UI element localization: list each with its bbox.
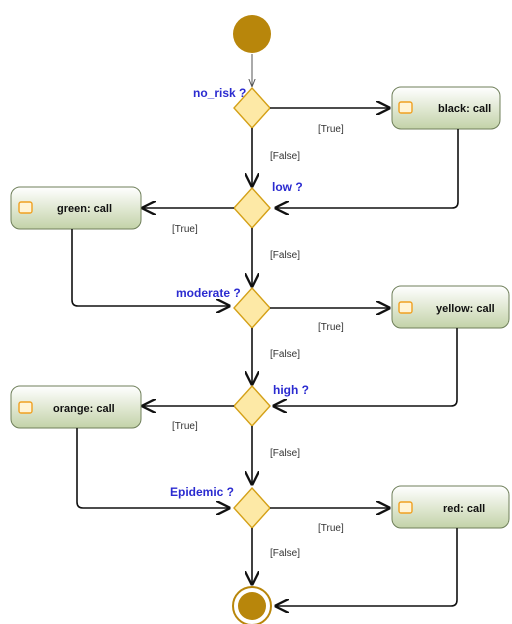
flow-green-to-moderate	[71, 229, 229, 306]
guard-false-4: [False]	[270, 448, 300, 459]
action-label-orange: orange: call	[53, 403, 115, 415]
flow-yellow-to-high	[274, 328, 458, 406]
guard-true-3: [True]	[318, 322, 344, 333]
action-label-black: black: call	[438, 103, 491, 115]
call-behavior-icon	[398, 101, 413, 114]
guard-true-4: [True]	[172, 421, 198, 432]
decision-label-moderate: moderate ?	[176, 286, 241, 300]
action-label-green: green: call	[57, 203, 112, 215]
initial-node[interactable]	[233, 15, 271, 53]
action-orange-call[interactable]: orange: call	[10, 385, 142, 429]
call-behavior-icon	[398, 301, 413, 314]
decision-low[interactable]	[233, 186, 271, 230]
call-behavior-icon	[398, 501, 413, 514]
flow-red-to-final	[276, 528, 458, 606]
decision-epidemic[interactable]	[233, 486, 271, 530]
guard-false-3: [False]	[270, 349, 300, 360]
action-red-call[interactable]: red: call	[391, 485, 510, 529]
flow-orange-to-epidemic	[76, 428, 229, 508]
call-behavior-icon	[18, 201, 33, 214]
flow-black-to-low	[276, 129, 459, 208]
guard-false-5: [False]	[270, 548, 300, 559]
guard-true-1: [True]	[318, 124, 344, 135]
guard-false-2: [False]	[270, 250, 300, 261]
decision-label-epidemic: Epidemic ?	[170, 485, 234, 499]
call-behavior-icon	[18, 401, 33, 414]
decision-high[interactable]	[233, 384, 271, 428]
action-green-call[interactable]: green: call	[10, 186, 142, 230]
decision-label-low: low ?	[272, 180, 303, 194]
guard-true-2: [True]	[172, 224, 198, 235]
action-label-yellow: yellow: call	[436, 303, 495, 315]
decision-label-high: high ?	[273, 383, 309, 397]
action-label-red: red: call	[443, 503, 485, 515]
guard-true-5: [True]	[318, 523, 344, 534]
guard-false-1: [False]	[270, 151, 300, 162]
action-black-call[interactable]: black: call	[391, 86, 501, 130]
action-yellow-call[interactable]: yellow: call	[391, 285, 510, 329]
final-node[interactable]	[232, 586, 272, 624]
decision-label-no-risk: no_risk ?	[193, 86, 246, 100]
